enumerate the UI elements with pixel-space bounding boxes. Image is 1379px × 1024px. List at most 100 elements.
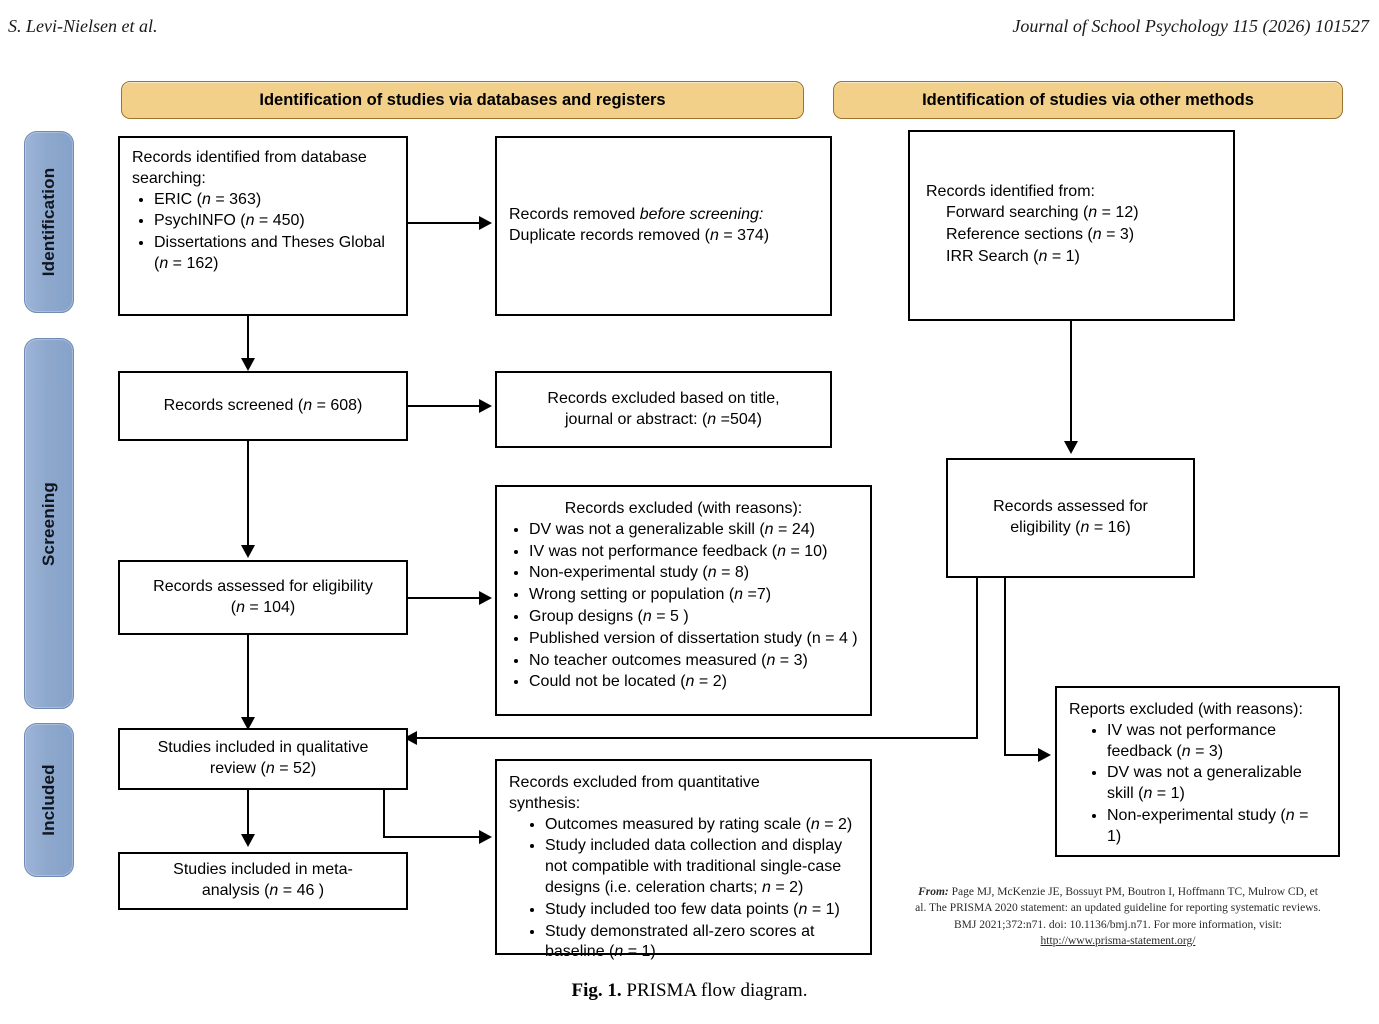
list-item: DV was not a generalizable skill (n = 1) <box>1107 763 1326 805</box>
box-records-screened: Records screened (n = 608) <box>118 371 408 441</box>
stage-rail-included-label: Included <box>39 764 58 836</box>
box-records-excluded-title-line1: Records excluded based on title, <box>547 389 780 407</box>
list-item: Group designs (n = 5 ) <box>529 607 858 628</box>
figure-caption: Fig. 1. PRISMA flow diagram. <box>0 980 1379 1002</box>
list-item: Dissertations and Theses Global (n = 162… <box>154 233 394 275</box>
connector-qualitative-to-quant <box>383 836 481 838</box>
banner-databases-registers-label: Identification of studies via databases … <box>259 90 666 109</box>
arrowhead-qualitative-to-meta <box>241 834 255 847</box>
box-records-identified-other-title: Records identified from: <box>926 183 1095 201</box>
stage-rail-screening-label: Screening <box>39 481 58 566</box>
box-records-identified-other-list: Forward searching (n = 12) Reference sec… <box>926 203 1221 268</box>
list-item: Non-experimental study (n = 8) <box>529 563 858 584</box>
running-head-journal: Journal of School Psychology 115 (2026) … <box>1012 16 1369 36</box>
connector-other-to-assessed-right <box>1070 321 1072 445</box>
arrowhead-assessed-to-reasons <box>479 591 492 605</box>
connector-assessed-right-to-qualitative <box>413 737 978 739</box>
running-head-authors: S. Levi-Nielsen et al. <box>8 16 158 36</box>
figure-caption-label: Fig. 1. <box>571 980 622 1001</box>
list-item: Wrong setting or population (n =7) <box>529 585 858 606</box>
figure-caption-text: PRISMA flow diagram. <box>621 980 808 1001</box>
connector-screened-to-assessed <box>247 441 249 551</box>
box-excluded-quant-title-line2: synthesis: <box>509 794 581 812</box>
list-item: Published version of dissertation study … <box>529 629 858 650</box>
list-item: Study included too few data points (n = … <box>545 900 858 921</box>
citation-line3: BMJ 2021;372:n71. doi: 10.1136/bmj.n71. … <box>954 918 1282 931</box>
box-records-identified-database: Records identified from database searchi… <box>118 136 408 316</box>
list-item: IV was not performance feedback (n = 10) <box>529 542 858 563</box>
list-item: Study demonstrated all-zero scores at ba… <box>545 922 858 964</box>
stage-rail-screening: Screening <box>24 338 74 709</box>
arrowhead-screened-to-assessed <box>241 545 255 558</box>
box-studies-meta-line2: analysis (n = 46 ) <box>201 882 325 899</box>
list-item: No teacher outcomes measured (n = 3) <box>529 651 858 672</box>
list-item: Non-experimental study (n = 1) <box>1107 806 1326 848</box>
box-excluded-quant-title-line1: Records excluded from quantitative <box>509 774 760 791</box>
box-records-identified-other-methods: Records identified from: Forward searchi… <box>908 130 1235 321</box>
box-records-excluded-title: Records excluded based on title, journal… <box>495 371 832 448</box>
list-item: Could not be located (n = 2) <box>529 672 858 693</box>
connector-assessed-right-down-left <box>976 578 978 738</box>
box-records-screened-text: Records screened (n = 608) <box>163 396 363 414</box>
box-records-excluded-reasons-title: Records excluded (with reasons): <box>564 500 803 517</box>
box-records-assessed-left-line2: (n = 104) <box>230 598 296 616</box>
box-records-excluded-with-reasons: Records excluded (with reasons): DV was … <box>495 485 872 716</box>
stage-rail-identification: Identification <box>24 131 74 313</box>
arrowhead-screened-to-excluded <box>479 399 492 413</box>
list-item: ERIC (n = 363) <box>154 190 394 211</box>
box-reports-excluded-list: IV was not performance feedback (n = 3) … <box>1069 721 1326 848</box>
connector-db-to-screened <box>247 316 249 365</box>
arrowhead-db-to-screened <box>241 358 255 371</box>
arrowhead-other-to-assessed-right <box>1064 441 1078 454</box>
arrowhead-assessed-to-qualitative <box>241 717 255 730</box>
citation-lead: From: <box>918 886 949 898</box>
prisma-citation: From: Page MJ, McKenzie JE, Bossuyt PM, … <box>888 884 1348 949</box>
list-item: IV was not performance feedback (n = 3) <box>1107 721 1326 763</box>
list-item: IRR Search (n = 1) <box>946 247 1080 265</box>
connector-assessed-to-qualitative <box>247 635 249 723</box>
box-records-assessed-eligibility-left: Records assessed for eligibility (n = 10… <box>118 560 408 635</box>
box-studies-included-qualitative: Studies included in qualitative review (… <box>118 728 408 790</box>
box-records-excluded-title-line2: journal or abstract: (n =504) <box>565 410 762 428</box>
box-records-excluded-quantitative-synthesis: Records excluded from quantitative synth… <box>495 759 872 960</box>
arrowhead-qualitative-to-quant <box>479 830 492 844</box>
list-item: Forward searching (n = 12) <box>946 204 1139 222</box>
connector-screened-to-excluded <box>408 405 481 407</box>
box-records-assessed-right-line1: Records assessed for <box>993 498 1148 516</box>
box-studies-qualitative-line1: Studies included in qualitative <box>157 739 369 757</box>
connector-db-to-removed <box>408 222 481 224</box>
box-records-assessed-eligibility-right: Records assessed for eligibility (n = 16… <box>946 458 1195 578</box>
box-records-identified-database-list: ERIC (n = 363) PsychINFO (n = 450) Disse… <box>132 190 394 275</box>
citation-line2: al. The PRISMA 2020 statement: an update… <box>915 902 1321 915</box>
arrowhead-db-to-removed <box>479 216 492 230</box>
banner-other-methods-label: Identification of studies via other meth… <box>922 90 1254 109</box>
box-studies-qualitative-line2: review (n = 52) <box>209 760 317 777</box>
connector-qualitative-to-meta <box>247 790 249 840</box>
connector-assessed-to-reasons <box>408 597 481 599</box>
list-item: DV was not a generalizable skill (n = 24… <box>529 520 858 541</box>
connector-qualitative-down-quant <box>383 790 385 837</box>
arrowhead-assessed-right-to-reports <box>1038 748 1051 762</box>
box-records-assessed-left-line1: Records assessed for eligibility <box>153 577 373 595</box>
box-records-removed-line2: Duplicate records removed (n = 374) <box>509 227 770 244</box>
list-item: Reference sections (n = 3) <box>946 226 1135 243</box>
stage-rail-identification-label: Identification <box>39 167 58 277</box>
box-studies-included-meta-analysis: Studies included in meta- analysis (n = … <box>118 852 408 910</box>
stage-rail-included: Included <box>24 723 74 877</box>
box-records-removed-before-screening: Records removed before screening: Duplic… <box>495 136 832 316</box>
box-records-removed-line1: Records removed before screening: <box>509 206 764 224</box>
connector-assessed-right-to-reports <box>1004 754 1040 756</box>
box-records-assessed-right-line2: eligibility (n = 16) <box>1010 519 1131 536</box>
connector-assessed-right-down-reports <box>1004 578 1006 755</box>
list-item: Study included data collection and displ… <box>545 836 858 898</box>
banner-other-methods: Identification of studies via other meth… <box>833 81 1343 119</box>
list-item: Outcomes measured by rating scale (n = 2… <box>545 815 858 836</box>
banner-databases-registers: Identification of studies via databases … <box>121 81 804 119</box>
citation-line1: From: Page MJ, McKenzie JE, Bossuyt PM, … <box>888 884 1348 900</box>
box-records-excluded-reasons-list: DV was not a generalizable skill (n = 24… <box>509 520 858 693</box>
citation-url-link[interactable]: http://www.prisma-statement.org/ <box>1040 934 1196 947</box>
citation-line1-text: Page MJ, McKenzie JE, Bossuyt PM, Boutro… <box>948 886 1318 898</box>
box-records-identified-database-title: Records identified from database searchi… <box>132 149 367 187</box>
box-studies-meta-line1: Studies included in meta- <box>173 861 353 879</box>
box-reports-excluded-title: Reports excluded (with reasons): <box>1069 701 1303 718</box>
